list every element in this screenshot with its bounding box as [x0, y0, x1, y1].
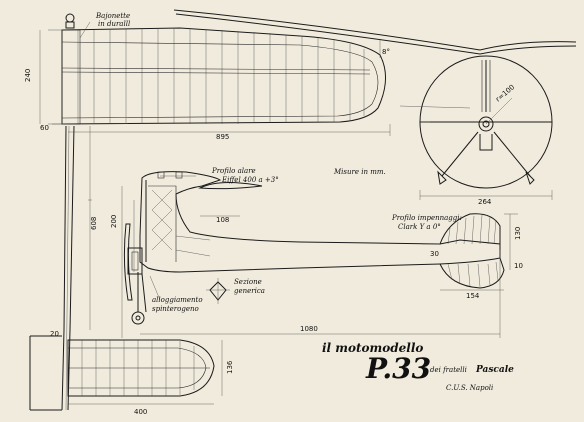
title-dei-fratelli: dei fratelli	[430, 366, 467, 374]
dim-136: 136	[226, 360, 234, 374]
title-model: P.33	[365, 352, 431, 385]
dim-1080: 1080	[300, 325, 318, 333]
generic-section	[206, 278, 230, 304]
note-duralli: in duralll	[98, 20, 130, 28]
title-il-motomodello: il motomodello	[322, 341, 423, 355]
dim-264: 264	[478, 198, 492, 206]
dim-200: 200	[110, 215, 118, 228]
wing-plan-view	[39, 13, 386, 125]
fuselage-side-view	[123, 171, 505, 325]
note-profilo-alare: Profilo alare	[211, 167, 256, 175]
note-bajonette: Bajonette	[95, 12, 130, 20]
front-view	[399, 55, 553, 200]
dim-240: 240	[24, 69, 32, 82]
wing-ribs	[77, 28, 365, 124]
note-eiffel: Eiffel 400 a +3°	[221, 176, 279, 184]
dim-154: 154	[466, 292, 480, 300]
dim-60: 60	[40, 124, 49, 132]
note-clark: Clark Y a 0°	[398, 223, 441, 231]
airfoil-profile	[198, 181, 263, 190]
dim-r100: r=100	[494, 83, 516, 103]
note-spinterogeno: spinterogeno	[152, 305, 199, 313]
fuselage-top-view	[61, 125, 92, 411]
dim-8deg: 8°	[382, 48, 390, 56]
wing-front-view	[173, 9, 577, 58]
title-club: C.U.S. Napoli	[446, 384, 493, 392]
note-generica: generica	[234, 287, 265, 295]
dim-130: 130	[514, 227, 522, 240]
note-profilo-impennaggi: Profilo impennaggi:	[391, 214, 462, 222]
dim-30: 30	[430, 250, 439, 258]
dim-400: 400	[134, 408, 147, 416]
dim-10: 10	[514, 262, 523, 270]
note-alloggiamento: alloggiamento	[152, 296, 203, 304]
note-misure: Misure in mm.	[333, 168, 386, 176]
dim-895: 895	[216, 133, 229, 141]
dim-20: 20	[50, 330, 59, 338]
title-pascale: Pascale	[475, 365, 514, 375]
note-sezione: Sezione	[234, 278, 262, 286]
dim-108: 108	[216, 216, 229, 224]
stabilizer-plan-view	[29, 335, 223, 411]
dim-608: 608	[90, 217, 98, 230]
